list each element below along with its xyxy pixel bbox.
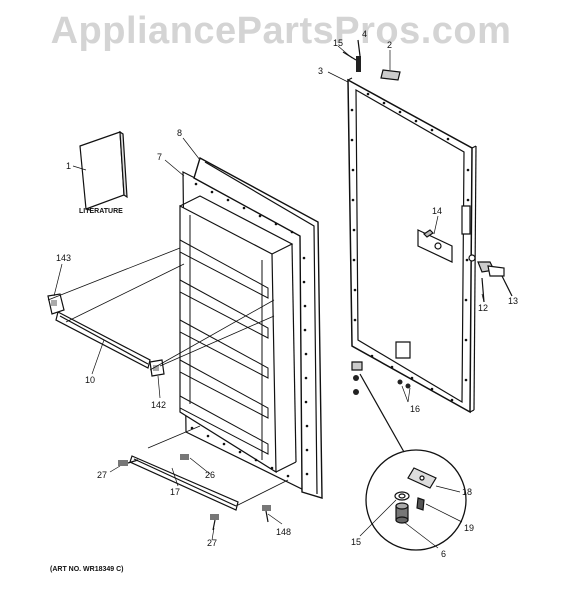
clip-142 [150, 360, 164, 376]
literature-label: LITERATURE [79, 208, 123, 215]
rail-10 [48, 294, 150, 368]
callout-14: 14 [432, 206, 443, 216]
callout-27-left: 27 [97, 470, 108, 480]
callout-15-top: 15 [333, 38, 344, 48]
callout-8: 8 [177, 128, 183, 138]
watermark-text: AppliancePartsPros.com [50, 10, 512, 52]
callout-18: 18 [462, 487, 473, 497]
screws [118, 454, 271, 530]
callout-15-detail: 15 [351, 537, 362, 547]
callout-143: 143 [56, 253, 72, 263]
callout-19: 19 [464, 523, 475, 533]
callout-2: 2 [387, 40, 393, 50]
detail-circle [360, 374, 466, 550]
lock-parts [469, 255, 512, 302]
callout-142: 142 [151, 400, 167, 410]
door-liner [180, 158, 322, 498]
callout-26: 26 [205, 470, 216, 480]
callout-27-bottom: 27 [207, 538, 218, 548]
callout-10: 10 [85, 375, 96, 385]
callout-4: 4 [362, 29, 368, 39]
callout-148: 148 [276, 527, 292, 537]
art-number: (ART NO. WR18349 C) [50, 566, 124, 573]
literature-booklet [80, 132, 127, 210]
callout-13: 13 [508, 296, 519, 306]
hinge-top [343, 40, 400, 80]
callout-1: 1 [66, 161, 72, 171]
callout-7: 7 [157, 152, 163, 162]
callout-6: 6 [441, 549, 447, 559]
outer-door [348, 78, 476, 412]
callout-3: 3 [318, 66, 324, 76]
rail-17 [130, 456, 238, 510]
hinge-bottom [352, 362, 411, 395]
callout-12: 12 [478, 303, 489, 313]
callout-16: 16 [410, 404, 421, 414]
callout-17: 17 [170, 487, 181, 497]
